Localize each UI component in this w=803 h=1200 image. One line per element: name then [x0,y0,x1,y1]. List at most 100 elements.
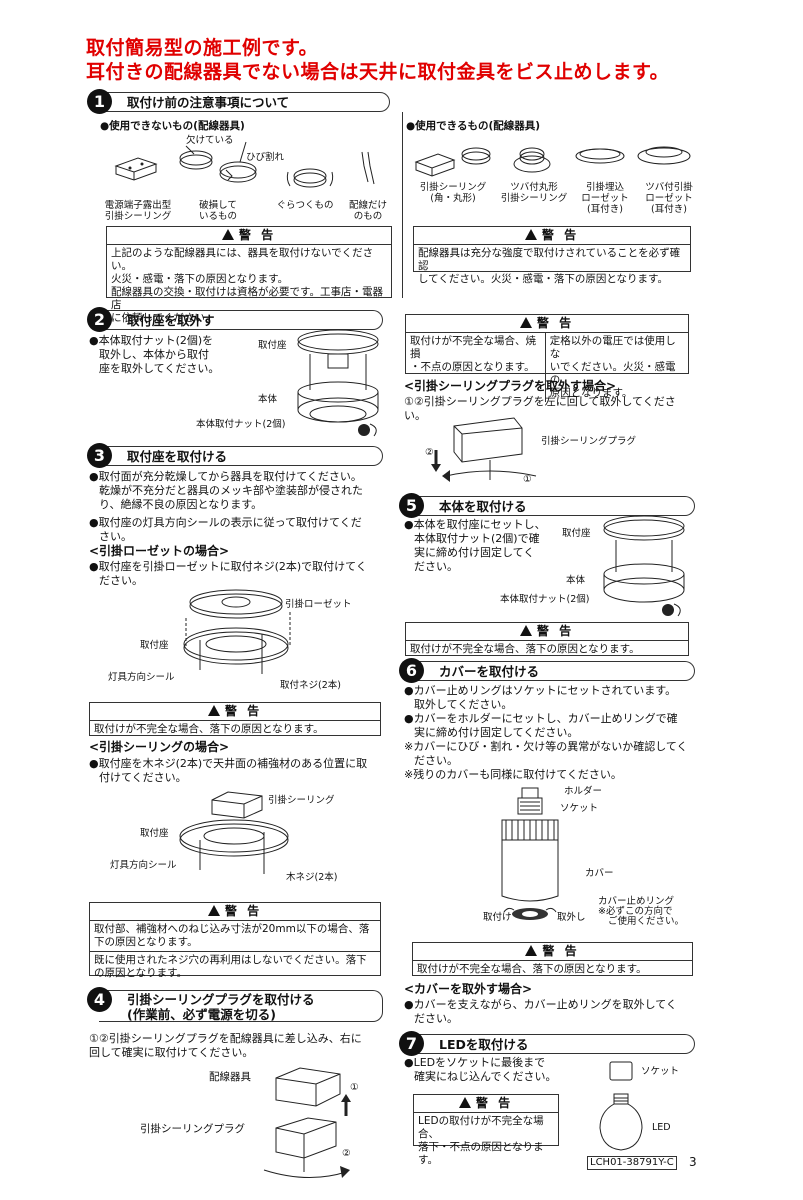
plug-remove-text: ①②引掛シーリングプラグを左に回して取外してください。 [404,395,676,422]
step-number-7: 7 [399,1031,424,1056]
section-5-title: 本体を取付ける [439,499,527,514]
ceiling-diagram [179,791,289,874]
ceiling-text: ●取付座を木ネジ(2本)で天井面の補強材のある位置に取付けてください。 [89,757,368,784]
section-4-title: 引掛シーリングプラグを取付ける [127,992,315,1007]
section-6-text: ●カバー止めリングはソケットにセットされています。取外してください。 ●カバーを… [404,684,688,781]
warning-box-s7: 警 告 LEDの取付けが不完全な場合、落下・不点の原因となります。 [413,1094,559,1166]
rosette-text: ●取付座を引掛ローゼットに取付ネジ(2本)で取付けてください。 [89,560,367,587]
rosette-heading: <引掛ローゼットの場合> [89,544,230,558]
s4-label-kigu: 配線器具 [209,1071,251,1083]
rosette-label-neji: 取付ネジ(2本) [280,680,341,691]
rosette-label-za: 取付座 [140,640,169,651]
s6-label-ring: カバー止めリング※必ずこの方向でご使用ください。 [598,896,685,927]
plug-remove-step-1: ① [523,474,532,485]
section-2-title: 取付座を取外す [127,313,215,328]
s2-label-za: 取付座 [258,340,287,351]
s6-label-cover: カバー [585,868,614,879]
plug-remove-label: 引掛シーリングプラグ [541,436,637,447]
warning-icon [458,1097,471,1108]
document-code: LCH01-38791Y-C [587,1156,677,1170]
cannot-item-1: 電源端子露出型引掛シーリング [104,200,172,222]
section-4-text: ①②引掛シーリングプラグを配線器具に差し込み、右に回して確実に取付けてください。 [89,1032,362,1059]
warning-icon [525,945,538,956]
s4-step-1: ① [350,1082,359,1093]
step-number-1: 1 [87,89,112,114]
label-cracked: ひび割れ [246,152,285,163]
warning-box-r1: 警 告 取付けが不完全な場合、焼損・不点の原因となります。 定格以外の電圧では使… [405,314,689,402]
section-3-header: 3 取付座を取付ける [87,443,383,468]
ceiling-label: 引掛シーリング [268,795,335,806]
warning-icon [207,905,220,916]
section-7-header: 7 LEDを取付ける [399,1031,695,1056]
can-item-2: ツバ付丸形引掛シーリング [500,182,568,204]
ceiling-label-za: 取付座 [140,828,169,839]
rosette-diagram [183,589,291,674]
page-number: 3 [689,1155,697,1169]
cannot-use-label: ●使用できないもの(配線器具) [100,120,245,132]
rosette-label: 引掛ローゼット [285,599,352,610]
label-chipped: 欠けている [186,135,234,146]
cannot-item-4: 配線だけのもの [348,200,387,222]
s4-step-2: ② [342,1148,351,1159]
cover-remove-text: ●カバーを支えながら、カバー止めリングを取外してください。 [404,998,677,1025]
cannot-use-illustrations [114,141,375,188]
s7-label-socket: ソケット [641,1066,680,1077]
section-6-title: カバーを取付ける [439,664,540,679]
cannot-item-2: 破損しているもの [198,200,237,222]
ceiling-label-mokuneji: 木ネジ(2本) [286,872,338,883]
warning-box-s3-2: 警 告 取付部、補強材へのねじ込み寸法が20mm以下の場合、落下の原因となります… [89,902,381,979]
section-5-text: ●本体を取付座にセットし、本体取付ナット(2個)で確実に締め付け固定してください… [404,518,546,573]
s6-label-tori: 取付け [483,912,512,923]
warning-box-s6: 警 告 取付けが不完全な場合、落下の原因となります。 [412,942,693,976]
section-2-header: 2 取付座を取外す [87,307,383,332]
section-6-header: 6 カバーを取付ける [399,658,695,683]
s6-diagram [501,787,559,920]
can-item-4: ツバ付引掛ローゼット(耳付き) [645,182,693,215]
s2-diagram [297,329,379,437]
warning-icon [519,625,532,636]
s6-label-holder: ホルダー [564,786,603,797]
warning-icon [524,229,537,240]
plug-remove-step-2: ② [425,447,434,458]
cannot-item-3: ぐらつくもの [276,200,334,211]
title-line-2: 耳付きの配線器具でない場合は天井に取付金具をビス止めします。 [86,61,670,83]
ceiling-heading: <引掛シーリングの場合> [89,740,230,754]
section-5-header: 5 本体を取付ける [399,493,695,518]
can-use-label: ●使用できるもの(配線器具) [406,120,541,132]
warning-box-s5: 警 告 取付けが不完全な場合、落下の原因となります。 [405,622,689,656]
s2-label-hontai: 本体 [258,394,278,405]
warning-icon [519,317,532,328]
s2-label-nut: 本体取付ナット(2個) [196,419,286,430]
warning-box-s3-1: 警 告 取付けが不完全な場合、落下の原因となります。 [89,702,381,736]
cover-remove-heading: <カバーを取外す場合> [404,982,533,996]
s5-diagram [603,515,685,617]
ceiling-label-seal: 灯具方向シール [110,860,177,871]
section-7-text: ●LEDをソケットに最後まで確実にねじ込んでください。 [404,1056,557,1083]
warning-box-s1-right: 警 告 配線器具は充分な強度で取付けされていることを必ず確認してください。火災・… [413,226,691,285]
s7-label-led: LED [652,1122,671,1133]
step-number-5: 5 [399,493,424,518]
s7-diagram [599,1061,643,1151]
plug-remove-diagram [431,417,537,482]
can-item-1: 引掛シーリング(角・丸形) [419,182,487,204]
section-3-title: 取付座を取付ける [127,449,228,464]
s5-label-nut: 本体取付ナット(2個) [500,594,590,605]
section-4-header: 4 引掛シーリングプラグを取付ける (作業前、必ず電源を切る) [87,987,383,1022]
warning-icon [221,229,234,240]
step-number-3: 3 [87,443,112,468]
section-4-subtitle: (作業前、必ず電源を切る) [127,1007,276,1022]
warning-box-s1-left: 警 告 上記のような配線器具には、器具を取付けないでください。火災・感電・落下の… [106,226,392,324]
s4-diagram [263,1067,351,1178]
section-7-title: LEDを取付ける [439,1037,529,1052]
s4-label-plug: 引掛シーリングプラグ [140,1123,245,1135]
s5-label-hontai: 本体 [566,575,586,586]
section-1-header: 1 取付け前の注意事項について [87,89,390,114]
step-number-4: 4 [87,987,112,1012]
section-2-text: ●本体取付ナット(2個)を取外し、本体から取付座を取外してください。 [89,334,220,375]
plug-remove-heading: <引掛シーリングプラグを取外す場合> [404,379,617,393]
title-line-1: 取付簡易型の施工例です。 [86,37,319,59]
section-3-text: ●取付面が充分乾燥してから器具を取付けてください。乾燥が不充分だと器具のメッキ部… [89,470,363,543]
warning-icon [207,705,220,716]
step-number-6: 6 [399,658,424,683]
s5-label-za: 取付座 [562,528,591,539]
